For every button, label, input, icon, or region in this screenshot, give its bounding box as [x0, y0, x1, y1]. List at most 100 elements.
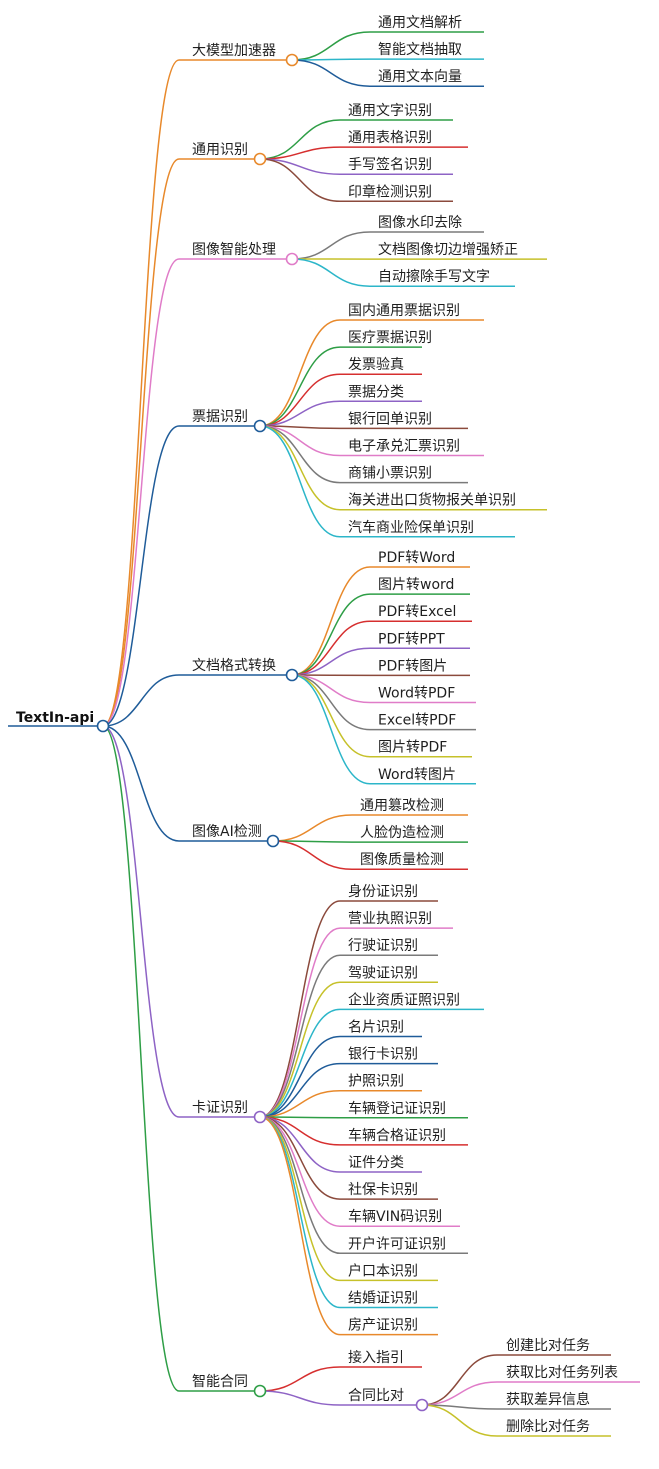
- subleaf-label[interactable]: 获取差异信息: [506, 1391, 590, 1408]
- node-toggle-circle[interactable]: [285, 668, 299, 682]
- leaf-label[interactable]: 行驶证识别: [348, 938, 418, 954]
- leaf-label[interactable]: 印章检测识别: [348, 183, 432, 200]
- leaf-label[interactable]: 票据分类: [348, 384, 404, 400]
- branch-label[interactable]: 图像AI检测: [192, 824, 262, 840]
- leaf-label[interactable]: 开户许可证识别: [348, 1235, 446, 1252]
- leaf-connector: [259, 1116, 341, 1336]
- leaf-label[interactable]: 证件分类: [348, 1155, 404, 1171]
- leaf-label[interactable]: PDF转PPT: [378, 631, 445, 647]
- connector-layer: [8, 31, 640, 1437]
- leaf-label[interactable]: 通用文档解析: [378, 15, 462, 31]
- leaf-connector: [291, 674, 371, 731]
- node-toggle-circle[interactable]: [415, 1398, 429, 1412]
- branch-connector: [102, 425, 180, 727]
- leaf-label[interactable]: 国内通用票据识别: [348, 303, 460, 319]
- node-toggle-circle[interactable]: [266, 834, 280, 848]
- leaf-label[interactable]: 海关进出口货物报关单识别: [348, 492, 516, 509]
- branch-label[interactable]: 票据识别: [192, 409, 248, 425]
- leaf-connector: [259, 927, 341, 1118]
- node-toggle-circle[interactable]: [285, 252, 299, 266]
- leaf-label[interactable]: 房产证识别: [348, 1318, 418, 1334]
- branch-label[interactable]: 文档格式转换: [192, 657, 276, 674]
- leaf-label[interactable]: 人脸伪造检测: [360, 825, 444, 841]
- leaf-label[interactable]: 护照识别: [348, 1074, 404, 1090]
- branch-connector: [102, 158, 180, 727]
- leaf-connector: [259, 954, 341, 1118]
- root-toggle-circle[interactable]: [96, 719, 110, 733]
- leaf-label[interactable]: 银行卡识别: [348, 1047, 418, 1063]
- leaf-connector: [259, 1035, 341, 1118]
- leaf-label[interactable]: 医疗票据识别: [348, 330, 432, 346]
- branch-label[interactable]: 大模型加速器: [192, 43, 276, 59]
- leaf-label[interactable]: 商铺小票识别: [348, 466, 432, 482]
- leaf-label[interactable]: 社保卡识别: [348, 1182, 418, 1198]
- subleaf-label[interactable]: 删除比对任务: [506, 1419, 590, 1435]
- branch-label[interactable]: 智能合同: [192, 1374, 248, 1390]
- leaf-connector: [291, 566, 371, 676]
- branch-connector: [102, 258, 180, 727]
- branch-label[interactable]: 通用识别: [192, 142, 248, 158]
- leaf-connector: [291, 620, 371, 676]
- root-node-label[interactable]: TextIn-api: [16, 710, 94, 726]
- node-toggle-circle[interactable]: [253, 1110, 267, 1124]
- leaf-connector: [259, 900, 341, 1118]
- node-toggle-circle[interactable]: [253, 152, 267, 166]
- subleaf-label[interactable]: 创建比对任务: [506, 1338, 590, 1354]
- leaf-connector: [291, 674, 371, 785]
- leaf-label[interactable]: 文档图像切边增强矫正: [378, 242, 518, 258]
- leaf-label[interactable]: 车辆登记证识别: [348, 1100, 446, 1117]
- leaf-label[interactable]: Word转PDF: [378, 686, 455, 702]
- leaf-connector: [259, 425, 341, 430]
- leaf-label[interactable]: PDF转图片: [378, 658, 447, 674]
- leaf-label[interactable]: 图像水印去除: [378, 215, 462, 231]
- leaf-label[interactable]: PDF转Excel: [378, 604, 456, 620]
- leaf-label[interactable]: 通用文本向量: [378, 69, 462, 85]
- leaf-label[interactable]: 营业执照识别: [348, 911, 432, 927]
- leaf-label[interactable]: 企业资质证照识别: [348, 991, 460, 1008]
- subleaf-label[interactable]: 获取比对任务列表: [506, 1365, 618, 1381]
- leaf-connector: [259, 346, 341, 427]
- leaf-label[interactable]: 驾驶证识别: [348, 965, 418, 981]
- leaf-label[interactable]: PDF转Word: [378, 550, 455, 566]
- node-toggle-circle[interactable]: [253, 1384, 267, 1398]
- node-toggle-circle[interactable]: [253, 419, 267, 433]
- branch-connector: [102, 725, 180, 1118]
- leaf-connector: [259, 373, 341, 427]
- leaf-label[interactable]: 接入指引: [348, 1349, 404, 1366]
- branch-label[interactable]: 卡证识别: [192, 1100, 248, 1116]
- leaf-connector: [259, 146, 341, 160]
- leaf-label[interactable]: 电子承兑汇票识别: [348, 439, 460, 455]
- leaf-label[interactable]: 图片转word: [378, 577, 454, 593]
- leaf-label[interactable]: 手写签名识别: [348, 156, 432, 173]
- leaf-label[interactable]: 汽车商业险保单识别: [348, 519, 474, 536]
- node-toggle-circle[interactable]: [285, 53, 299, 67]
- leaf-connector: [259, 981, 341, 1118]
- leaf-label[interactable]: 车辆VIN码识别: [348, 1208, 442, 1225]
- subleaf-connector: [421, 1381, 498, 1406]
- leaf-connector: [291, 258, 371, 287]
- leaf-label[interactable]: 发票验真: [348, 357, 404, 373]
- branch-connector: [102, 725, 180, 842]
- leaf-label[interactable]: 自动擦除手写文字: [378, 268, 490, 285]
- leaf-label[interactable]: 身份证识别: [348, 884, 418, 900]
- leaf-label[interactable]: 图像质量检测: [360, 852, 444, 868]
- leaf-connector: [259, 1062, 341, 1118]
- leaf-label[interactable]: 通用篡改检测: [360, 797, 444, 814]
- leaf-label[interactable]: 智能文档抽取: [378, 42, 462, 58]
- node-layer: TextIn-api大模型加速器通用文档解析智能文档抽取通用文本向量通用识别通用…: [16, 15, 618, 1435]
- leaf-connector: [259, 158, 341, 175]
- leaf-label[interactable]: 车辆合格证识别: [348, 1127, 446, 1144]
- leaf-label[interactable]: 通用文字识别: [348, 103, 432, 119]
- leaf-label[interactable]: 通用表格识别: [348, 130, 432, 146]
- leaf-label[interactable]: 结婚证识别: [348, 1291, 418, 1307]
- leaf-label[interactable]: 名片识别: [348, 1020, 404, 1036]
- leaf-label[interactable]: 合同比对: [348, 1388, 404, 1404]
- leaf-label[interactable]: 图片转PDF: [378, 740, 447, 756]
- leaf-connector: [272, 814, 353, 842]
- branch-label[interactable]: 图像智能处理: [192, 242, 276, 258]
- leaf-label[interactable]: Word转图片: [378, 767, 456, 783]
- leaf-label[interactable]: 银行回单识别: [348, 411, 432, 427]
- leaf-label[interactable]: 户口本识别: [348, 1262, 418, 1279]
- leaf-label[interactable]: Excel转PDF: [378, 713, 456, 729]
